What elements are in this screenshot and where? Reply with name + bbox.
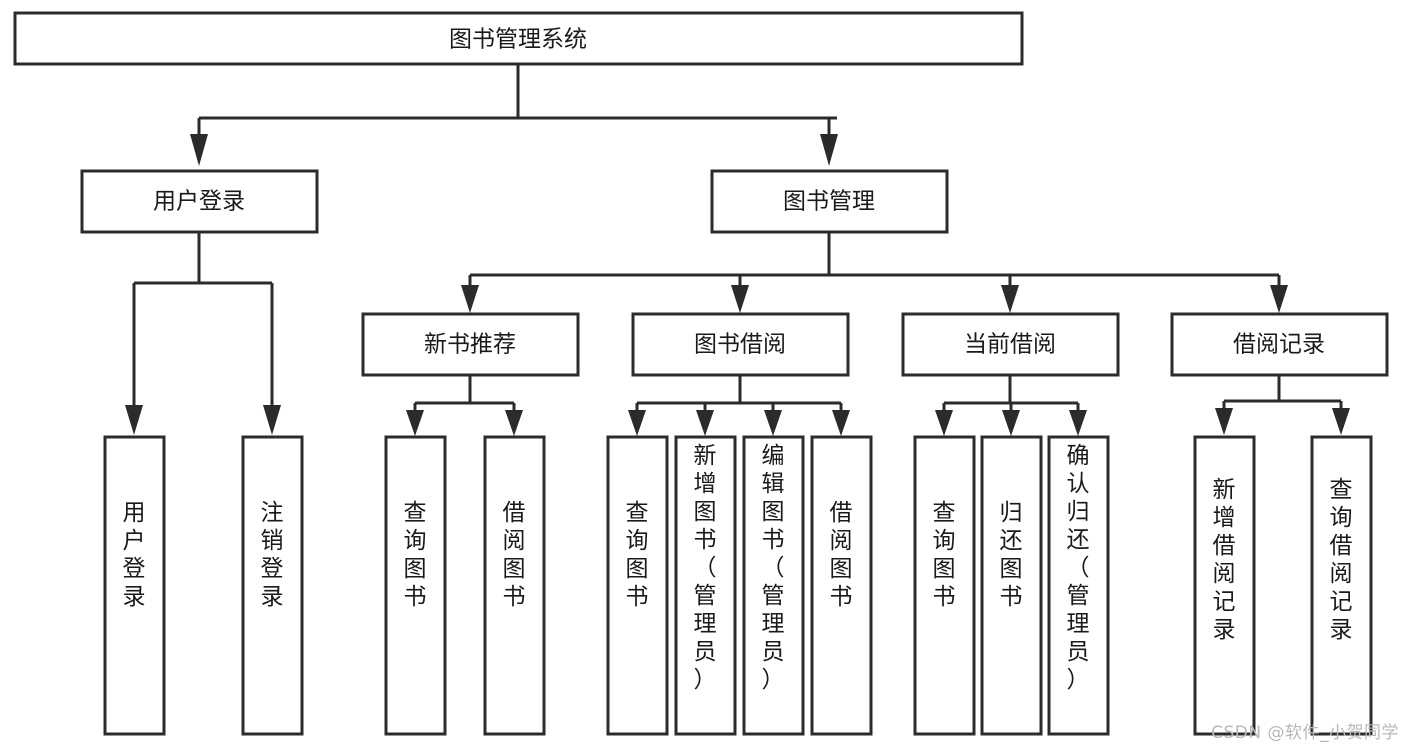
leaf-node-borrow-book-recommend[interactable]: 借阅图书 (483, 435, 546, 736)
leaf-query-book-recommend-box (384, 435, 447, 736)
arrow-head-leaf-user-login (125, 405, 143, 435)
node-user-login[interactable]: 用户登录 (80, 169, 319, 234)
leaf-user-login-label: 用户登录 (123, 500, 146, 610)
leaf-node-add-borrow-record[interactable]: 新增借阅记录 (1193, 435, 1256, 736)
node-current-borrow-box (901, 312, 1120, 377)
leaf-confirm-return-box (1047, 435, 1110, 736)
node-user-login-box (80, 169, 319, 234)
arrow-head-leaf-query-record (1332, 408, 1350, 435)
arrow-head-leaf-borrow-book-2 (832, 410, 850, 436)
node-book-borrow-box (631, 312, 850, 377)
arrow-head-book-borrow (731, 285, 749, 313)
leaf-node-edit-book[interactable]: 编辑图书（管理员） (742, 435, 805, 736)
leaf-node-add-book[interactable]: 新增图书（管理员） (674, 435, 737, 736)
leaf-node-borrow-book[interactable]: 借阅图书 (810, 435, 873, 736)
node-borrow-record[interactable]: 借阅记录 (1170, 312, 1389, 377)
node-book-borrow-label: 图书借阅 (694, 332, 786, 358)
leaf-user-login-box (103, 435, 166, 736)
node-borrow-record-label: 借阅记录 (1233, 332, 1325, 358)
arrow-head-borrow-record (1270, 285, 1288, 313)
arrow-head-leaf-query-book-3 (935, 410, 953, 436)
arrow-head-leaf-query-book-2 (628, 410, 646, 436)
node-borrow-record-box (1170, 312, 1389, 377)
node-root-system[interactable]: 图书管理系统 (13, 11, 1024, 66)
leaf-add-book-box (674, 435, 737, 736)
arrow-head-user-login (190, 134, 208, 166)
connectors-user-login-to-leaves (125, 232, 281, 435)
node-root-box (13, 11, 1024, 66)
leaf-node-query-book-borrow[interactable]: 查询图书 (606, 435, 669, 736)
leaf-query-book-current-box (913, 435, 976, 736)
arrow-head-leaf-add-book (696, 410, 714, 436)
leaf-add-borrow-record-box (1193, 435, 1256, 736)
node-new-book-recommend-box (361, 312, 580, 377)
arrow-head-new-book-recommend (461, 285, 479, 313)
csdn-watermark: CSDN @软件_小贺同学 (1211, 723, 1399, 743)
leaf-query-book-borrow-box (606, 435, 669, 736)
arrow-head-leaf-return-book (1002, 410, 1020, 436)
arrow-head-leaf-borrow-book-1 (505, 410, 523, 436)
leaf-borrow-book-label: 借阅图书 (830, 500, 853, 610)
connectors-root-to-level2 (190, 64, 838, 166)
connectors-new-book-to-leaves (406, 375, 523, 436)
leaf-borrow-book-recommend-label: 借阅图书 (503, 500, 526, 610)
node-book-manage-label: 图书管理 (783, 189, 875, 215)
leaf-return-book-box (980, 435, 1043, 736)
leaf-node-user-login[interactable]: 用户登录 (103, 435, 166, 736)
leaf-add-borrow-record-label: 新增借阅记录 (1213, 477, 1236, 643)
leaf-logout-box (241, 435, 304, 736)
leaf-query-borrow-record-label: 查询借阅记录 (1330, 477, 1353, 643)
leaf-node-confirm-return[interactable]: 确认归还（管理员） (1047, 435, 1110, 736)
node-current-borrow[interactable]: 当前借阅 (901, 312, 1120, 377)
leaf-node-query-borrow-record[interactable]: 查询借阅记录 (1310, 435, 1373, 736)
leaf-query-borrow-record-box (1310, 435, 1373, 736)
leaf-node-query-book-current[interactable]: 查询图书 (913, 435, 976, 736)
leaf-edit-book-label: 编辑图书（管理员） (762, 443, 785, 693)
connectors-book-manage-to-level3 (461, 232, 1288, 313)
leaf-borrow-book-recommend-box (483, 435, 546, 736)
arrow-head-book-manage (820, 134, 838, 166)
arrow-head-leaf-edit-book (764, 410, 782, 436)
leaf-node-query-book-recommend[interactable]: 查询图书 (384, 435, 447, 736)
node-book-borrow[interactable]: 图书借阅 (631, 312, 850, 377)
leaf-query-book-recommend-label: 查询图书 (404, 500, 427, 610)
leaf-borrow-book-box (810, 435, 873, 736)
node-new-book-recommend[interactable]: 新书推荐 (361, 312, 580, 377)
node-root-label: 图书管理系统 (449, 27, 587, 53)
connectors-current-borrow-to-leaves (935, 375, 1087, 436)
leaf-node-return-book[interactable]: 归还图书 (980, 435, 1043, 736)
leaf-edit-book-box (742, 435, 805, 736)
leaf-add-book-label: 新增图书（管理员） (694, 443, 717, 693)
arrow-head-leaf-query-book-1 (406, 410, 424, 436)
leaf-logout-label: 注销登录 (261, 500, 284, 610)
leaf-query-book-current-label: 查询图书 (933, 500, 956, 610)
leaf-return-book-label: 归还图书 (1000, 500, 1023, 610)
node-book-manage-box (710, 169, 949, 234)
arrow-head-leaf-confirm-return (1069, 410, 1087, 436)
connectors-borrow-record-to-leaves (1215, 375, 1350, 435)
leaf-confirm-return-label: 确认归还（管理员） (1067, 443, 1090, 693)
leaf-query-book-borrow-label: 查询图书 (626, 500, 649, 610)
node-book-manage[interactable]: 图书管理 (710, 169, 949, 234)
node-current-borrow-label: 当前借阅 (964, 332, 1056, 358)
arrow-head-leaf-add-record (1215, 408, 1233, 435)
node-new-book-recommend-label: 新书推荐 (424, 332, 516, 358)
arrow-head-leaf-logout (263, 405, 281, 435)
node-user-login-label: 用户登录 (153, 189, 245, 215)
arrow-head-current-borrow (1001, 285, 1019, 313)
connectors-book-borrow-to-leaves (628, 375, 850, 436)
leaf-node-logout[interactable]: 注销登录 (241, 435, 304, 736)
